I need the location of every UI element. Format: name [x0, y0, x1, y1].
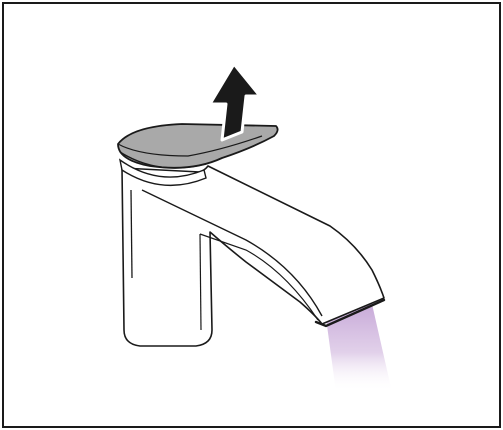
- arrow-up-icon: [208, 62, 262, 142]
- collar-ring: [118, 158, 207, 187]
- spout-outlet: [314, 298, 386, 328]
- water-stream-icon: [326, 304, 392, 392]
- faucet-body: [121, 165, 385, 347]
- lever-base-shadow: [119, 151, 207, 169]
- stem-highlight: [130, 189, 133, 279]
- stem-inner-edge: [199, 233, 202, 331]
- lever-top-edge: [117, 135, 263, 157]
- lever-handle: [117, 123, 279, 169]
- spout-inner-line: [199, 233, 319, 321]
- spout-underside-line: [141, 189, 323, 317]
